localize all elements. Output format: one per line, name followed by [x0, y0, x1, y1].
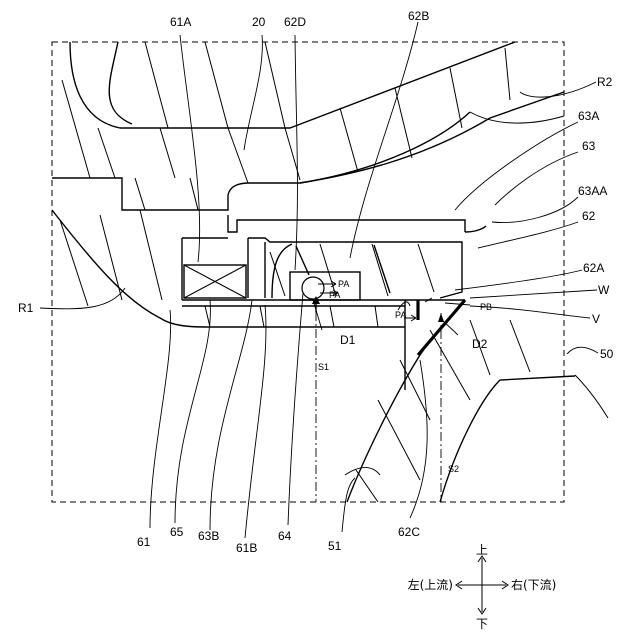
label-d1: D1 [340, 333, 356, 347]
label-62a: 62A [583, 261, 604, 275]
label-61: 61 [137, 535, 151, 549]
label-v: V [592, 312, 600, 326]
label-65: 65 [170, 525, 184, 539]
label-s2: S2 [448, 464, 459, 474]
label-63aa: 63AA [578, 184, 607, 198]
label-63: 63 [582, 139, 596, 153]
label-pa1: PA [338, 279, 349, 289]
legend-left: 左(上流) [408, 577, 453, 592]
seal-lip-62C [398, 298, 470, 390]
label-w: W [598, 283, 610, 297]
label-pa2: PA [329, 290, 340, 300]
direction-legend [456, 556, 508, 614]
label-63a: 63A [578, 109, 599, 123]
packing-65 [184, 265, 246, 298]
label-d2: D2 [472, 337, 488, 351]
label-r1: R1 [18, 301, 34, 315]
label-20: 20 [252, 15, 266, 29]
label-r2: R2 [597, 75, 613, 89]
label-64: 64 [278, 529, 292, 543]
label-62b: 62B [408, 9, 429, 23]
label-pa3: PA [395, 310, 406, 320]
label-62c: 62C [398, 525, 420, 539]
label-51: 51 [328, 539, 342, 553]
label-s1: S1 [318, 362, 329, 372]
legend-down: 下 [476, 617, 488, 631]
seal-body-62 [248, 226, 486, 298]
label-61a: 61A [170, 15, 191, 29]
label-62: 62 [582, 209, 596, 223]
label-pb: PB [480, 302, 492, 312]
legend-right: 右(下流) [511, 577, 556, 592]
label-50: 50 [600, 347, 614, 361]
label-62d: 62D [284, 15, 306, 29]
label-63b: 63B [198, 529, 219, 543]
legend-up: 上 [476, 543, 488, 557]
upper-housing-20 [52, 42, 564, 232]
label-61b: 61B [236, 541, 257, 555]
